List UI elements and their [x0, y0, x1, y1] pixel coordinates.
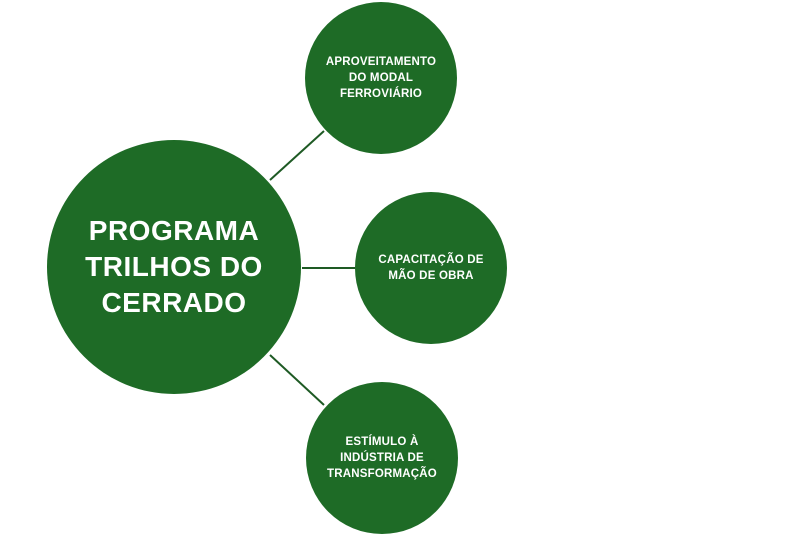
branch-node-3: ESTÍMULO À INDÚSTRIA DE TRANSFORMAÇÃO	[306, 382, 458, 534]
branch-node-2: CAPACITAÇÃO DE MÃO DE OBRA	[355, 192, 507, 344]
central-node: PROGRAMA TRILHOS DO CERRADO	[47, 140, 301, 394]
connector-line-3	[269, 354, 325, 406]
central-node-label: PROGRAMA TRILHOS DO CERRADO	[85, 215, 263, 318]
branch-node-1-label: APROVEITAMENTO DO MODAL FERROVIÁRIO	[325, 56, 437, 100]
branch-node-3-label: ESTÍMULO À INDÚSTRIA DE TRANSFORMAÇÃO	[327, 436, 437, 480]
branch-node-2-label: CAPACITAÇÃO DE MÃO DE OBRA	[378, 254, 484, 282]
branch-node-1: APROVEITAMENTO DO MODAL FERROVIÁRIO	[305, 2, 457, 154]
connector-line-1	[269, 130, 325, 181]
